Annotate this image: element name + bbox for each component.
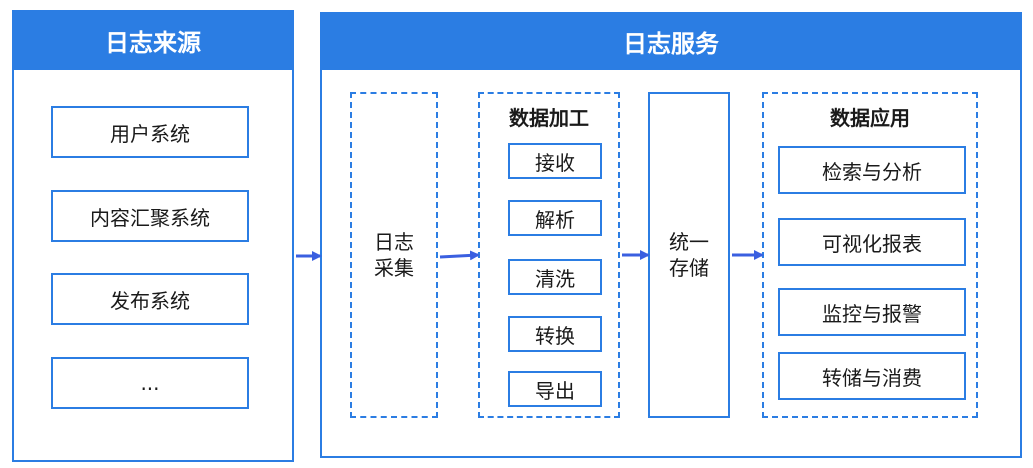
processing-step-transform: 转换 — [508, 316, 602, 352]
log-sources-title: 日志来源 — [12, 10, 294, 70]
log-collection-label: 日志 采集 — [350, 229, 438, 283]
application-monitor-alert: 监控与报警 — [778, 288, 966, 336]
application-search-analysis: 检索与分析 — [778, 146, 966, 194]
data-application-title: 数据应用 — [830, 106, 910, 130]
processing-step-clean: 清洗 — [508, 259, 602, 295]
processing-step-export: 导出 — [508, 371, 602, 407]
application-dump-consume: 转储与消费 — [778, 352, 966, 400]
log-collection-line1: 日志 — [374, 230, 414, 254]
source-item-more: ... — [51, 357, 249, 409]
log-service-title: 日志服务 — [320, 12, 1022, 70]
unified-storage-line2: 存储 — [669, 256, 709, 280]
arrow-collection-to-processing — [439, 250, 480, 261]
processing-step-receive: 接收 — [508, 143, 602, 179]
unified-storage-line1: 统一 — [669, 230, 709, 254]
application-visual-report: 可视化报表 — [778, 218, 966, 266]
log-collection-line2: 采集 — [374, 256, 414, 280]
source-item-publish-system: 发布系统 — [51, 273, 249, 325]
unified-storage-box: 统一 存储 — [648, 92, 730, 418]
source-item-user-system: 用户系统 — [51, 106, 249, 158]
data-processing-title: 数据加工 — [509, 106, 589, 130]
source-item-content-aggregation: 内容汇聚系统 — [51, 190, 249, 242]
processing-step-parse: 解析 — [508, 200, 602, 236]
log-collection-box — [350, 92, 438, 418]
